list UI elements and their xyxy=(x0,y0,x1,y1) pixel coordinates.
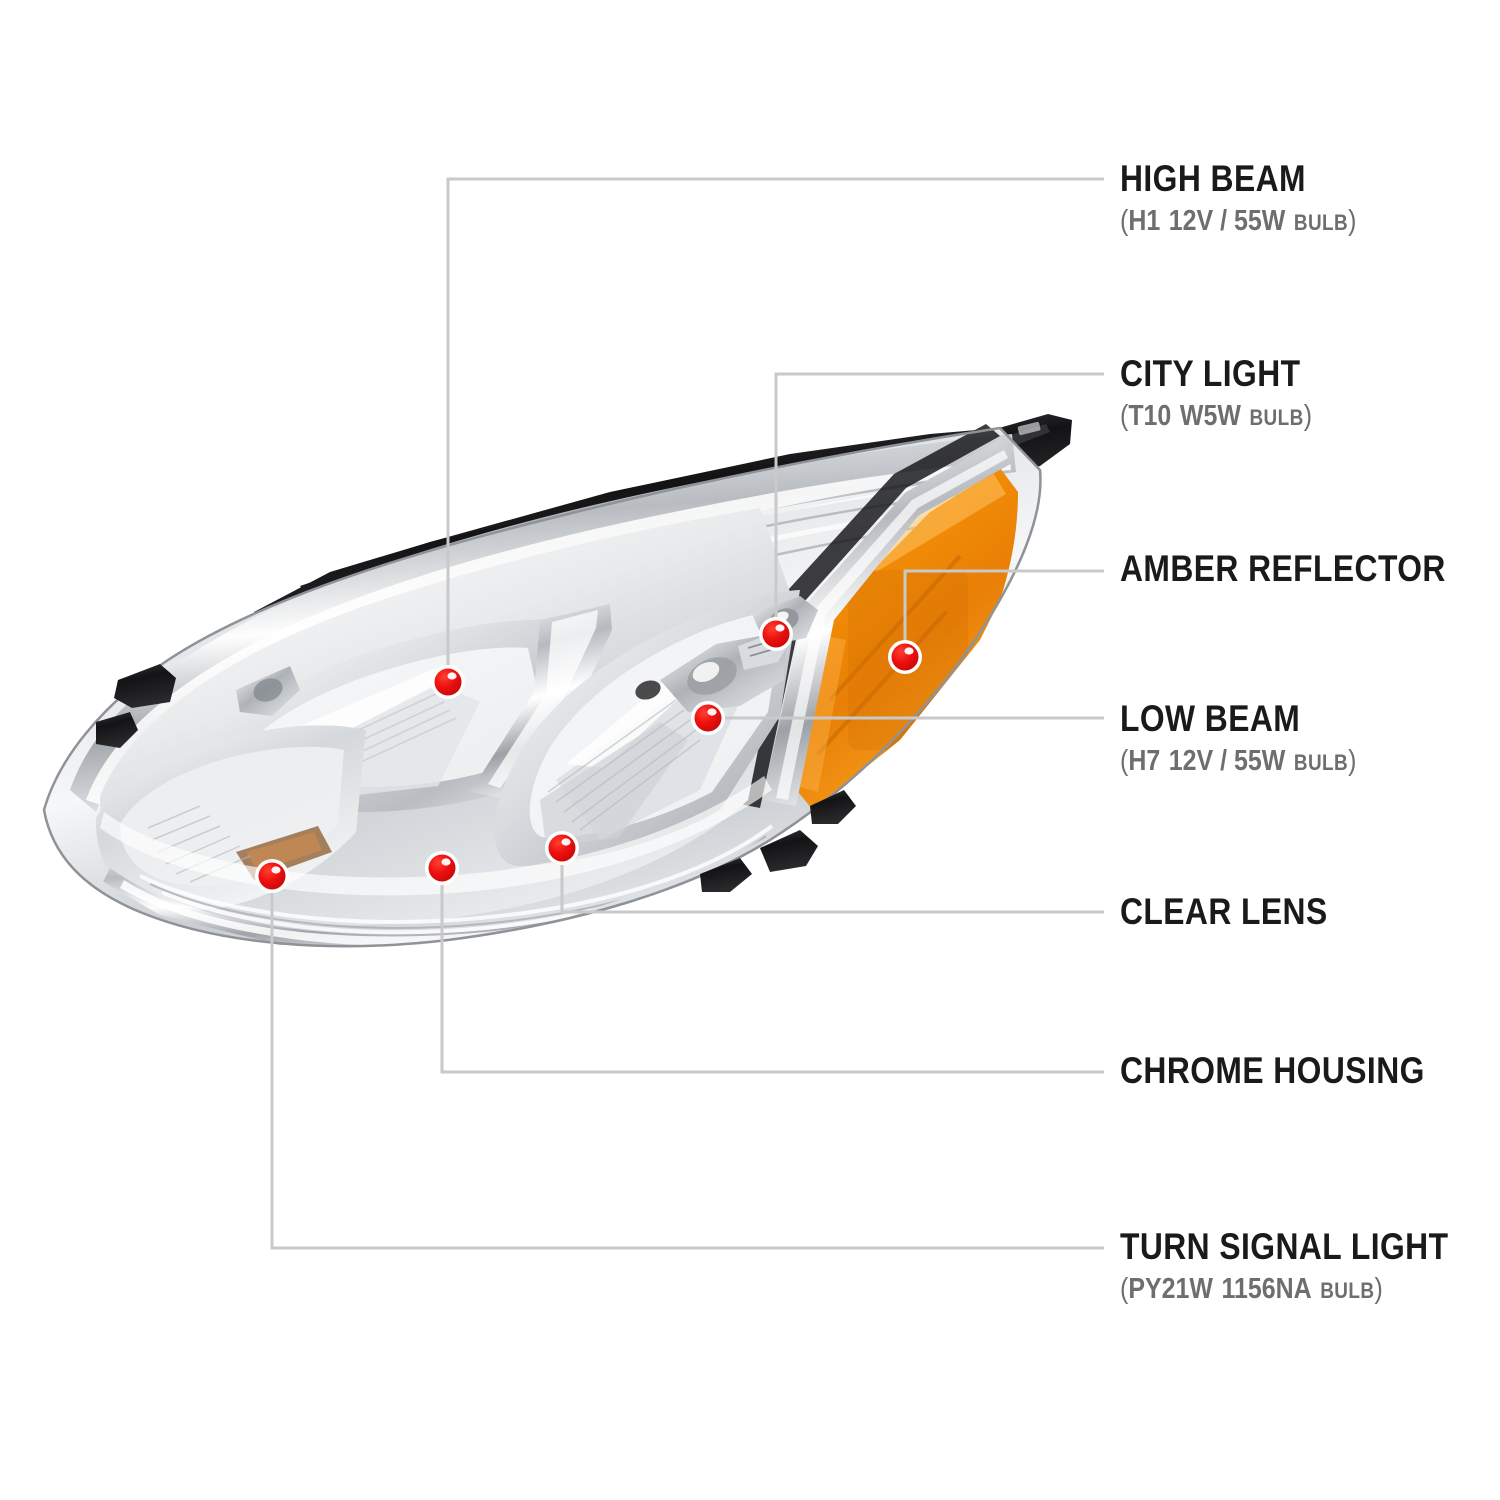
callout-title: LOW BEAM xyxy=(1120,698,1301,739)
paren-close: ) xyxy=(1348,745,1357,777)
bulb-code: H1 xyxy=(1128,205,1161,237)
bulb-spec: W5W xyxy=(1179,400,1241,432)
marker-amber-reflector[interactable] xyxy=(888,640,922,674)
leader-clear-lens xyxy=(560,848,1104,914)
bulb-word: BULB xyxy=(1249,405,1304,430)
paren-close: ) xyxy=(1348,205,1357,237)
callout-title: AMBER REFLECTOR xyxy=(1120,548,1446,589)
side-mount-tabs xyxy=(96,664,856,892)
leader-turn-signal xyxy=(270,876,1104,1250)
paren-close: ) xyxy=(1374,1273,1383,1305)
marker-clear-lens[interactable] xyxy=(545,831,579,865)
bulb-spec: 12V / 55W xyxy=(1168,205,1286,237)
leader-chrome-housing xyxy=(440,868,1104,1074)
marker-turn-signal-light[interactable] xyxy=(255,859,289,893)
paren-open: ( xyxy=(1120,205,1129,237)
paren-open: ( xyxy=(1120,400,1129,432)
callout-amber-reflector: AMBER REFLECTOR xyxy=(1120,550,1499,587)
callout-title: CITY LIGHT xyxy=(1120,353,1301,394)
bulb-word: BULB xyxy=(1293,210,1349,235)
callout-title: CLEAR LENS xyxy=(1120,891,1328,932)
headlight-assembly xyxy=(42,414,1072,948)
bulb-spec: 12V / 55W xyxy=(1168,745,1286,777)
lens-outline xyxy=(42,426,1042,948)
feature-markers xyxy=(255,617,922,893)
bulb-code: PY21W xyxy=(1128,1273,1213,1305)
bulb-spec: 1156NA xyxy=(1221,1273,1312,1305)
callout-title: CHROME HOUSING xyxy=(1120,1050,1425,1091)
marker-low-beam[interactable] xyxy=(691,701,725,735)
paren-close: ) xyxy=(1303,400,1313,432)
callout-title: TURN SIGNAL LIGHT xyxy=(1120,1226,1449,1267)
callout-chrome-housing: CHROME HOUSING xyxy=(1120,1052,1474,1089)
marker-chrome-housing[interactable] xyxy=(425,851,459,885)
leader-city-light xyxy=(774,372,1104,634)
bulb-code: T10 xyxy=(1128,400,1172,432)
bulb-code: H7 xyxy=(1128,745,1161,777)
leader-amber-reflector xyxy=(903,569,1104,657)
paren-open: ( xyxy=(1120,1273,1129,1305)
bulb-word: BULB xyxy=(1320,1278,1375,1303)
callout-title: HIGH BEAM xyxy=(1120,158,1306,199)
leader-high-beam xyxy=(446,177,1104,682)
marker-city-light[interactable] xyxy=(759,617,793,651)
marker-high-beam[interactable] xyxy=(431,665,465,699)
leader-lines xyxy=(270,177,1104,1250)
lens-sweep-highlight xyxy=(100,776,772,896)
bulb-word: BULB xyxy=(1293,750,1349,775)
paren-open: ( xyxy=(1120,745,1129,777)
callout-clear-lens: CLEAR LENS xyxy=(1120,893,1361,930)
